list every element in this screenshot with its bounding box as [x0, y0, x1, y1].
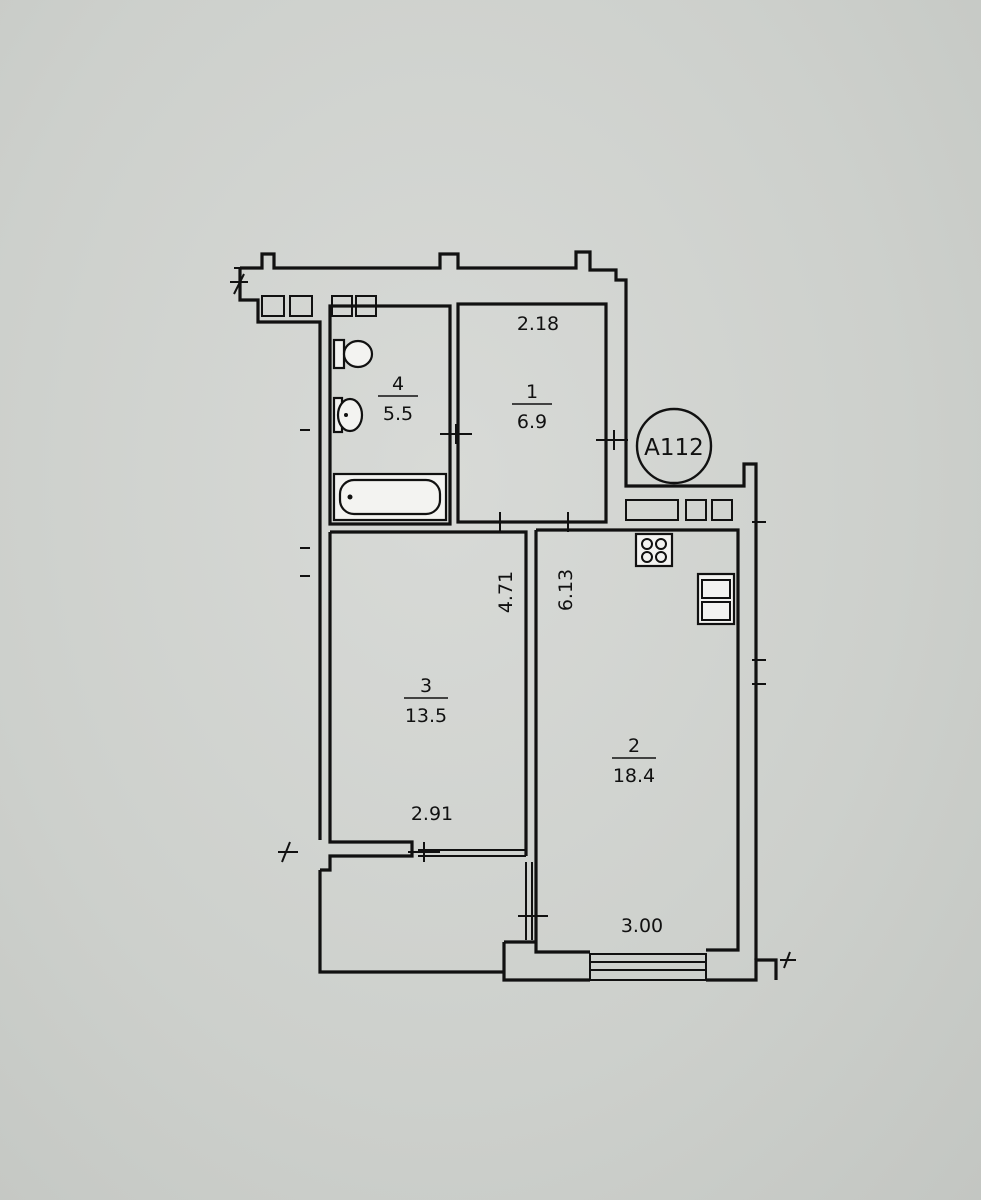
bathroom-fixtures	[332, 338, 448, 522]
room-2-area: 18.4	[613, 765, 655, 787]
bathtub-icon	[332, 472, 448, 522]
room-3-length-dimension: 4.71	[495, 571, 517, 613]
apartment-marker: A112	[635, 407, 713, 485]
stove-icon	[634, 532, 674, 568]
windows	[418, 849, 707, 981]
toilet-icon	[332, 338, 374, 370]
apartment-id: A112	[644, 435, 704, 461]
kitchen-fixtures	[634, 532, 736, 626]
room-2-label: 2 18.4	[612, 735, 656, 787]
room-1-number: 1	[526, 381, 538, 403]
kitchen-sink-icon	[696, 572, 736, 626]
door-markers	[300, 424, 766, 926]
room-4-area: 5.5	[383, 403, 413, 425]
room-4-number: 4	[392, 373, 404, 395]
room-3-width-dimension: 2.91	[411, 803, 453, 825]
sink-icon	[332, 396, 364, 434]
room-2-number: 2	[628, 735, 640, 757]
room-2-length-dimension: 6.13	[555, 569, 577, 611]
room-3-number: 3	[420, 675, 432, 697]
room-1-area: 6.9	[517, 411, 547, 433]
room-3-area: 13.5	[405, 705, 447, 727]
room-1-label: 1 6.9	[512, 381, 552, 433]
exterior-walls	[230, 250, 796, 982]
room-3-label: 3 13.5	[404, 675, 448, 727]
interior-walls	[320, 302, 740, 954]
room-4-label: 4 5.5	[378, 373, 418, 425]
room-1-width-dimension: 2.18	[517, 313, 559, 335]
room-2-width-dimension: 3.00	[621, 915, 663, 937]
